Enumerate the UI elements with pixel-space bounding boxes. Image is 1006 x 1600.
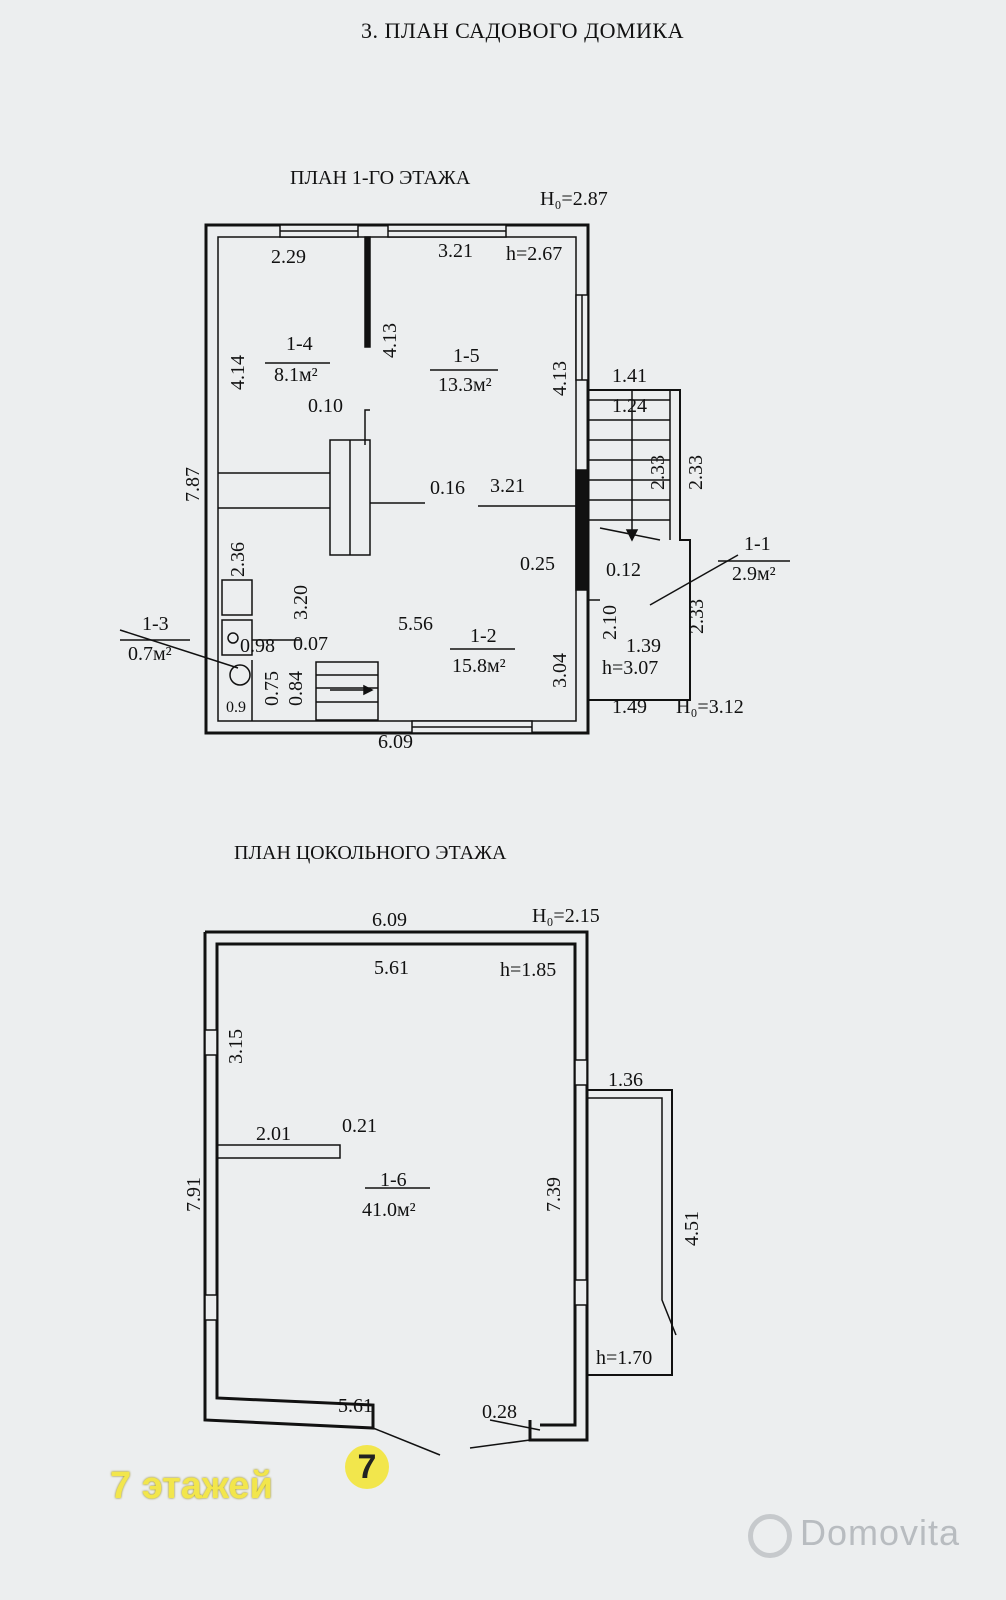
dim-0.28: 0.28	[482, 1401, 517, 1423]
dim-3.21-mid: 3.21	[490, 475, 525, 497]
room-1-1-id: 1-1	[744, 533, 771, 555]
dim-0.16: 0.16	[430, 477, 465, 499]
dim-1.36: 1.36	[608, 1069, 643, 1091]
dim-2.33-stairs-b: 2.33	[685, 455, 707, 490]
badge-logo-icon: 7	[345, 1445, 389, 1489]
watermark: Domovita	[800, 1512, 961, 1553]
dim-3.20: 3.20	[290, 585, 312, 620]
room-1-3-area: 0.7м²	[128, 643, 172, 665]
floor1-h-porch: h=3.07	[602, 657, 658, 679]
basement-h-side: h=1.70	[596, 1347, 652, 1369]
watermark-logo-icon	[748, 1514, 792, 1558]
dim-6.09-basement: 6.09	[372, 909, 407, 931]
dim-0.07: 0.07	[293, 633, 328, 655]
dim-4.14: 4.14	[227, 355, 249, 390]
dim-3.04: 3.04	[549, 653, 571, 688]
dim-0.21: 0.21	[342, 1115, 377, 1137]
dim-4.13-right: 4.13	[549, 361, 571, 396]
porch-outline	[588, 389, 691, 701]
basement-annex	[587, 1089, 673, 1376]
basement-H0: H₀=2.15	[532, 905, 600, 927]
dim-2.01: 2.01	[256, 1123, 291, 1145]
basement-title: ПЛАН ЦОКОЛЬНОГО ЭТАЖА	[234, 842, 507, 864]
page-title: 3. ПЛАН САДОВОГО ДОМИКА	[361, 18, 684, 43]
basement-outer-wall	[203, 930, 589, 1442]
dim-6.09-bottom: 6.09	[378, 731, 413, 753]
room-1-3-id: 1-3	[142, 613, 169, 635]
dim-0.12: 0.12	[606, 559, 641, 581]
dim-3.15: 3.15	[225, 1029, 247, 1064]
dim-5.61-bottom: 5.61	[338, 1395, 373, 1417]
room-1-5-area: 13.3м²	[438, 374, 492, 396]
room-1-4-id: 1-4	[286, 333, 313, 355]
dim-2.10: 2.10	[599, 605, 621, 640]
dim-2.33-porch: 2.33	[686, 599, 708, 634]
room-1-2-id: 1-2	[470, 625, 497, 647]
dim-1.41: 1.41	[612, 365, 647, 387]
basement-h-main: h=1.85	[500, 959, 556, 981]
dim-0.10: 0.10	[308, 395, 343, 417]
dim-0.84: 0.84	[285, 671, 307, 706]
room-1-5-id: 1-5	[453, 345, 480, 367]
room-1-2-area: 15.8м²	[452, 655, 506, 677]
dim-1.49: 1.49	[612, 696, 647, 718]
dim-7.39: 7.39	[543, 1177, 565, 1212]
room-1-6-area: 41.0м²	[362, 1199, 416, 1221]
floor1-H0-porch: H₀=3.12	[676, 696, 744, 718]
dim-7.91: 7.91	[183, 1177, 205, 1212]
dim-4.51: 4.51	[681, 1211, 703, 1246]
floors-badge: 7 этажей	[110, 1465, 273, 1507]
dim-0.25: 0.25	[520, 553, 555, 575]
floor1-title: ПЛАН 1-ГО ЭТАЖА	[290, 167, 471, 189]
room-1-4-area: 8.1м²	[274, 364, 318, 386]
dim-1.24: 1.24	[612, 395, 647, 417]
room-1-6-id: 1-6	[380, 1169, 407, 1191]
dim-3.21-top: 3.21	[438, 240, 473, 262]
dim-2.33-stairs-a: 2.33	[647, 455, 669, 490]
dim-4.13-inner: 4.13	[379, 323, 401, 358]
dim-2.29: 2.29	[271, 246, 306, 268]
dim-5.61-top: 5.61	[374, 957, 409, 979]
dim-7.87: 7.87	[182, 467, 204, 502]
dim-0.9: 0.9	[226, 699, 246, 716]
floor1-h-main: h=2.67	[506, 243, 562, 265]
dim-0.75: 0.75	[261, 671, 283, 706]
dim-1.39: 1.39	[626, 635, 661, 657]
dim-2.36: 2.36	[227, 542, 249, 577]
floor1-H0: H₀=2.87	[540, 188, 608, 210]
room-1-1-area: 2.9м²	[732, 563, 776, 585]
dim-5.56: 5.56	[398, 613, 433, 635]
dim-0.98: 0.98	[240, 635, 275, 657]
